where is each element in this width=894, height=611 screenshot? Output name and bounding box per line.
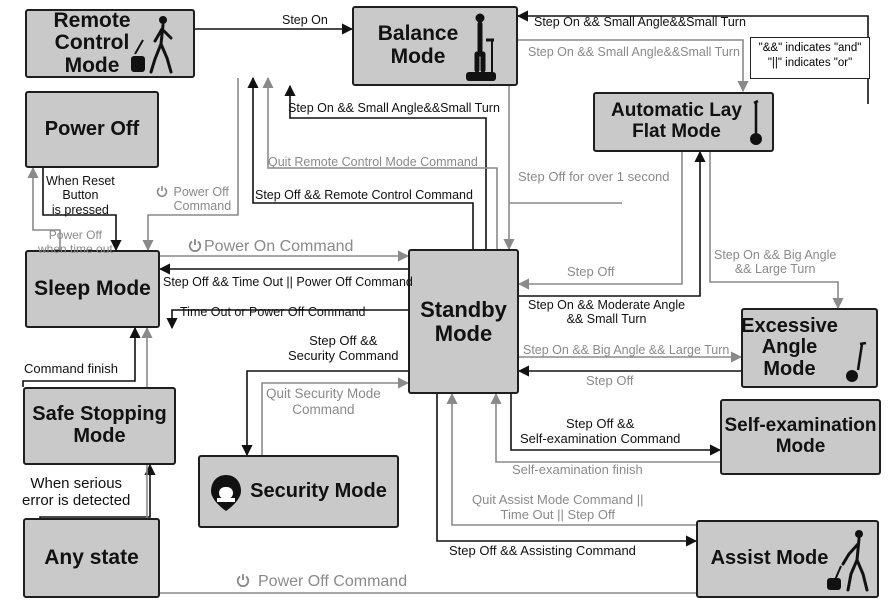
label-moderate-angle: Step On && Moderate Angle && Small Turn [528,298,686,327]
label-text: Power Off Command [173,185,232,214]
power-icon [236,574,250,587]
label-standby-balance: Step On && Small Angle&&Small Turn [288,101,500,115]
label-power-off-bottom: Power Off Command [236,573,407,591]
label-step-off-assisting: Step Off && Assisting Command [449,543,636,558]
state-remote-control: Remote Control Mode [25,9,195,78]
wire-alf-to-excessive [709,152,844,310]
state-self-examination: Self-examination Mode [720,399,881,475]
state-label: Safe Stopping Mode [32,403,167,447]
walking-person-remote-icon [131,16,173,74]
state-label: Assist Mode [710,547,829,570]
state-balance: Balance Mode [352,6,518,86]
wire-standby-to-balance [284,84,487,249]
label-alf-step-off: Step Off [567,264,615,279]
label-serious-error: When serious error is detected [22,475,131,510]
label-big-angle-right: Step On && Big Angle && Large Turn [714,248,837,277]
state-safe-stopping: Safe Stopping Mode [23,387,176,465]
state-power-off: Power Off [25,91,159,168]
label-text: Power Off Command [258,573,408,590]
wire-any-to-safe-stop [39,463,156,518]
wire-step-off-rc [247,76,474,249]
state-label: Automatic Lay Flat Mode [611,100,742,142]
wire-rc-power-off [142,78,239,252]
label-power-off-timeout: Power Off when time out [38,228,113,256]
state-label: Sleep Mode [34,276,151,300]
label-time-out-power-off: Time Out or Power Off Command [180,305,366,319]
wire-standby-to-security [241,370,408,457]
walking-assist-icon [827,530,869,592]
label-step-off-self-exam: Step Off && Self-examination Command [520,416,681,446]
wire-standby-to-alf [519,150,706,297]
wire-assist-to-standby [446,392,696,526]
label-top-step-on: Step On && Small Angle&&Small Turn [534,15,746,29]
label-rc-power-off: Power Off Command [156,185,231,214]
state-sleep: Sleep Mode [25,250,160,328]
power-icon [188,239,202,252]
label-quit-assist: Quit Assist Mode Command || Time Out || … [472,492,644,522]
state-label: Self-examination Mode [724,415,877,457]
legend-and: "&&" indicates "and" [758,42,862,54]
label-sleep-step-off: Step Off && Time Out || Power Off Comman… [163,275,413,289]
state-label: Balance Mode [377,22,459,68]
tilted-scooter-icon [846,341,867,382]
power-icon [156,186,168,197]
wire-sleep-to-power-off [27,166,61,250]
wire-quit-rc [262,76,498,249]
wire-alf-to-standby [517,152,683,290]
wire-standby-to-self-exam [510,394,722,456]
alarm-siren-icon [211,475,241,511]
wire-self-exam-to-standby [490,392,720,463]
wire-power-off-to-sleep [42,168,122,252]
label-quit-rc: Quit Remote Control Mode Command [268,155,478,169]
label-step-off-security: Step Off && Security Command [288,333,399,363]
lay-flat-scooter-icon [750,99,762,145]
label-excessive-step-off: Step Off [586,373,634,388]
state-excessive-angle: Excessive Angle Mode [741,308,878,388]
state-standby: Standby Mode [408,249,519,394]
legend-or: "||" indicates "or" [767,56,853,69]
state-label: Power Off [44,117,140,140]
person-on-scooter-icon [466,13,496,81]
label-balance-alf: Step On && Small Angle&&Small Turn [528,45,740,59]
label-quit-security: Quit Security Mode Command [266,386,381,417]
label-reset-pressed: When Reset Button is pressed [46,174,115,217]
state-label: Security Mode [250,479,387,502]
legend-note: "&&" indicates "and" "||" indicates "or" [750,37,870,79]
label-text: Power On Command [204,238,354,255]
state-automatic-lay-flat: Automatic Lay Flat Mode [593,92,774,152]
state-label: Remote Control Mode [53,8,131,77]
wire-standby-to-assist [436,394,698,547]
wire-security-to-standby [261,377,410,455]
state-label: Standby Mode [420,296,507,346]
state-label: Excessive Angle Mode [741,314,838,380]
label-big-angle-mid: Step On && Big Angle && Large Turn [523,343,730,357]
label-self-exam-finish: Self-examination finish [512,462,643,477]
label-step-off-rc: Step Off && Remote Control Command [255,188,473,202]
state-label: Any state [44,545,139,569]
state-security: Security Mode [198,455,399,528]
label-rc-to-balance: Step On [282,13,328,27]
label-power-on: Power On Command [188,238,353,256]
wire-safe-stop-to-sleep [22,326,141,387]
wire-balance-to-alf [518,39,749,93]
label-command-finish: Command finish [24,361,118,376]
state-assist: Assist Mode [696,520,879,598]
label-step-off-1s: Step Off for over 1 second [518,169,670,184]
state-any-state: Any state [23,518,160,598]
